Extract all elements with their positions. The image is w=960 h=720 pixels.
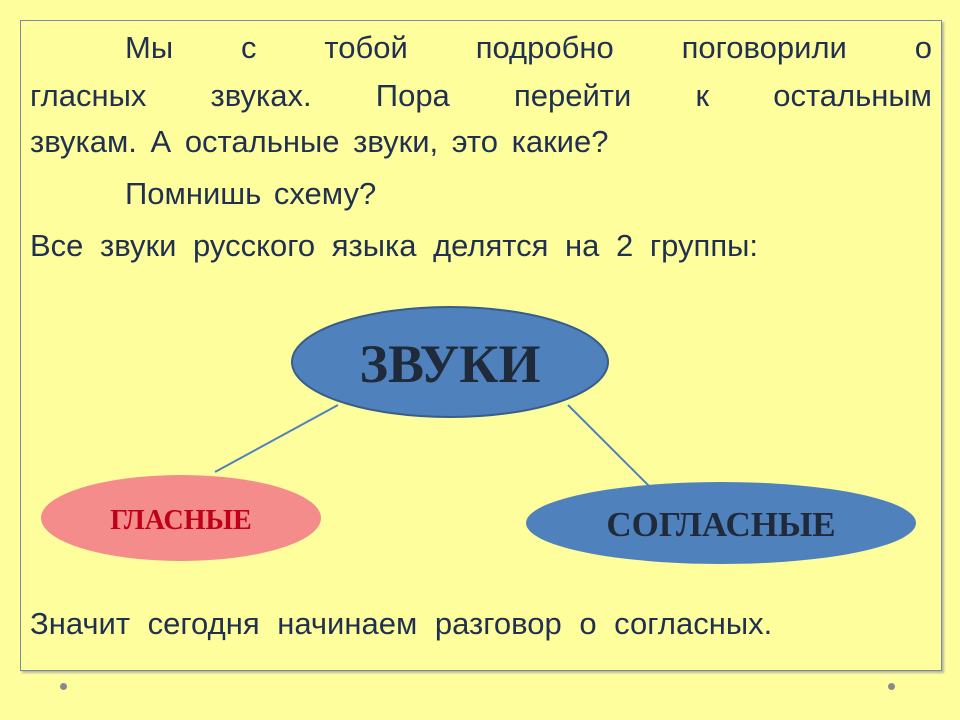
consonants-label: СОГЛАСНЫЕ [606,505,835,544]
paragraph-line-2: гласных звуках. Пора перейти к остальным [30,78,932,113]
paragraph-line-1: Мы с тобой подробно поговорили о [125,30,932,65]
groups-intro: Все звуки русского языка делятся на 2 гр… [30,228,758,263]
vowels-ellipse [41,475,321,561]
decorative-dot-left [60,683,67,690]
connector-left [214,404,339,473]
paragraph-line-3: звукам. А остальные звуки, это какие? [30,124,609,159]
content-frame [20,20,942,671]
connector-right [567,404,661,498]
consonants-ellipse [526,482,916,564]
vowels-label: ГЛАСНЫЕ [110,505,251,536]
root-label: ЗВУКИ [360,334,541,394]
conclusion-text: Значит сегодня начинаем разговор о согла… [30,606,773,641]
decorative-dot-right [888,683,895,690]
question-text: Помнишь схему? [125,176,377,211]
root-ellipse [291,306,609,418]
